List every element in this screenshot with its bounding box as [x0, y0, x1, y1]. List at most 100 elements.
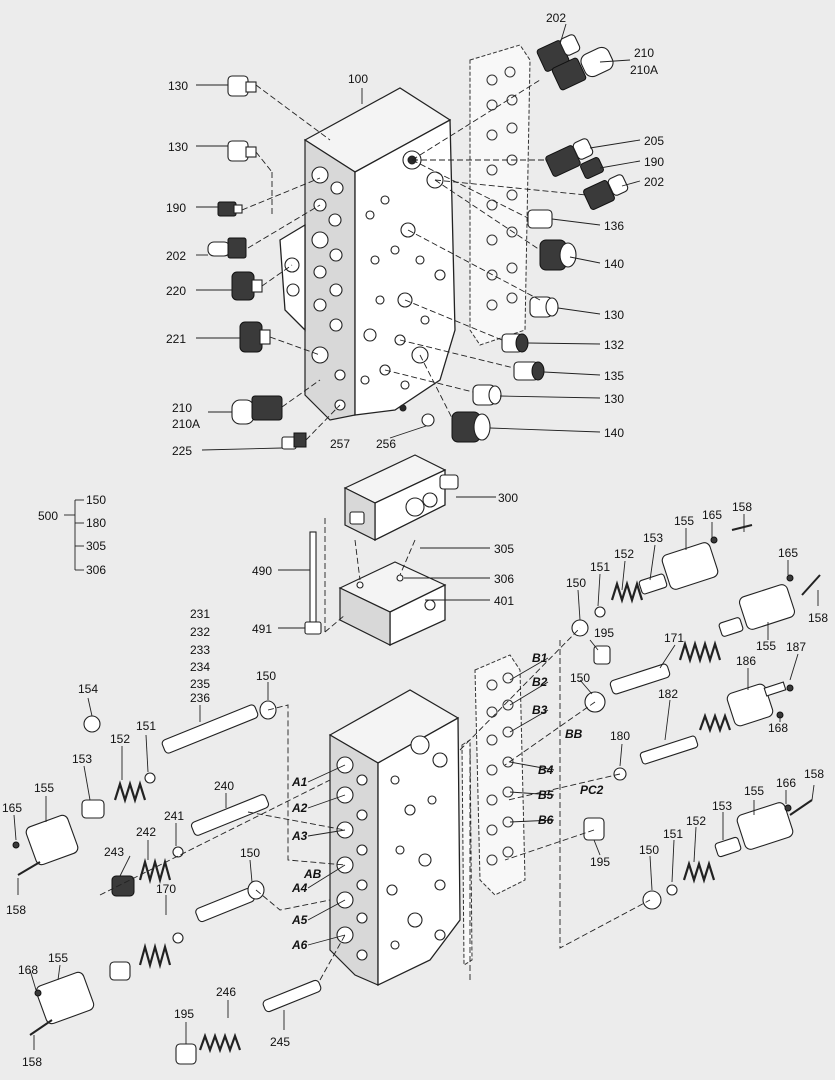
label-240: 240 [214, 779, 234, 793]
middle-valve-group [64, 454, 459, 647]
label-165-left: 165 [2, 801, 22, 815]
label-243: 243 [104, 845, 124, 859]
label-305: 305 [494, 542, 514, 556]
label-491: 491 [252, 622, 272, 636]
label-401: 401 [494, 594, 514, 608]
lower-left-labels: 231 232 233 234 235 236 150 154 151 152 … [2, 607, 290, 1069]
label-155-right-mid: 155 [756, 639, 776, 653]
label-150-right-top: 150 [566, 576, 586, 590]
port-labels: A1 A2 A3 A4 AB A5 A6 B1 B2 B3 BB B4 B5 B… [291, 651, 604, 952]
label-225: 225 [172, 444, 192, 458]
label-158-left-bottom: 158 [22, 1055, 42, 1069]
label-490: 490 [252, 564, 272, 578]
label-500-305: 305 [86, 539, 106, 553]
label-140-upper: 140 [604, 257, 624, 271]
label-187: 187 [786, 640, 806, 654]
label-180-right: 180 [610, 729, 630, 743]
label-210A-left: 210A [172, 417, 200, 431]
label-154: 154 [78, 682, 98, 696]
label-232: 232 [190, 625, 210, 639]
upper-centerlines [241, 79, 587, 441]
label-153-right-bottom: 153 [712, 799, 732, 813]
upper-components [207, 34, 629, 450]
port-B5: B5 [538, 788, 554, 802]
label-182: 182 [658, 687, 678, 701]
label-158-right-mid: 158 [808, 611, 828, 625]
label-245: 245 [270, 1035, 290, 1049]
label-151-left: 151 [136, 719, 156, 733]
label-171: 171 [664, 631, 684, 645]
label-100: 100 [348, 72, 368, 86]
label-236: 236 [190, 691, 210, 705]
label-257: 257 [330, 437, 350, 451]
port-B4: B4 [538, 763, 554, 777]
port-AB: AB [303, 867, 322, 881]
label-155-left-bottom: 155 [48, 951, 68, 965]
label-150-right-bottom: 150 [639, 843, 659, 857]
port-A4: A4 [291, 881, 308, 895]
label-256: 256 [376, 437, 396, 451]
label-170: 170 [156, 882, 176, 896]
label-130-second: 130 [168, 140, 188, 154]
label-235: 235 [190, 677, 210, 691]
lower-right-labels: 158 165 155 153 152 151 150 165 158 195 … [566, 500, 828, 869]
label-166: 166 [776, 776, 796, 790]
port-B1: B1 [532, 651, 548, 665]
port-A6: A6 [291, 938, 308, 952]
label-150-right-mid: 150 [570, 671, 590, 685]
lower-centerlines [99, 627, 651, 981]
label-150-left-mid: 150 [240, 846, 260, 860]
label-151-right-top: 151 [590, 560, 610, 574]
label-130-lower: 130 [604, 392, 624, 406]
upper-leaders [196, 23, 641, 451]
label-135: 135 [604, 369, 624, 383]
port-PC2: PC2 [580, 783, 604, 797]
label-186: 186 [736, 654, 756, 668]
label-165-right-top: 165 [702, 508, 722, 522]
port-A2: A2 [291, 801, 308, 815]
label-300: 300 [498, 491, 518, 505]
label-500-306: 306 [86, 563, 106, 577]
label-158-left-top: 158 [6, 903, 26, 917]
middle-leaders [278, 496, 496, 633]
label-202-top: 202 [546, 11, 566, 25]
label-195-right-top: 195 [594, 626, 614, 640]
label-152-left: 152 [110, 732, 130, 746]
label-234: 234 [190, 660, 210, 674]
label-155-right-bottom: 155 [744, 784, 764, 798]
label-168-right: 168 [768, 721, 788, 735]
port-A5: A5 [291, 913, 308, 927]
label-150-left-top: 150 [256, 669, 276, 683]
label-130-right: 130 [604, 308, 624, 322]
label-210A-top: 210A [630, 63, 658, 77]
label-241: 241 [164, 809, 184, 823]
label-155-right-top: 155 [674, 514, 694, 528]
label-153-right-top: 153 [643, 531, 663, 545]
port-BB: BB [565, 727, 583, 741]
lower-leaders [13, 514, 819, 1050]
port-B3: B3 [532, 703, 548, 717]
label-168-left: 168 [18, 963, 38, 977]
label-195-left: 195 [174, 1007, 194, 1021]
label-202-right: 202 [644, 175, 664, 189]
port-B6: B6 [538, 813, 554, 827]
label-205: 205 [644, 134, 664, 148]
port-A3: A3 [291, 829, 308, 843]
label-210-left: 210 [172, 401, 192, 415]
label-151-right-bottom: 151 [663, 827, 683, 841]
label-152-right-bottom: 152 [686, 814, 706, 828]
label-136: 136 [604, 219, 624, 233]
label-140-lower: 140 [604, 426, 624, 440]
label-220: 220 [166, 284, 186, 298]
label-195-right-bottom: 195 [590, 855, 610, 869]
label-152-right-top: 152 [614, 547, 634, 561]
middle-labels: 300 500 150 180 305 306 305 490 306 401 … [38, 491, 518, 636]
label-158-right-top: 158 [732, 500, 752, 514]
label-132: 132 [604, 338, 624, 352]
label-190-left: 190 [166, 201, 186, 215]
label-165-right-mid: 165 [778, 546, 798, 560]
upper-labels: 202 210 210A 130 100 205 130 190 202 190… [166, 11, 664, 458]
label-233: 233 [190, 643, 210, 657]
label-130-top: 130 [168, 79, 188, 93]
